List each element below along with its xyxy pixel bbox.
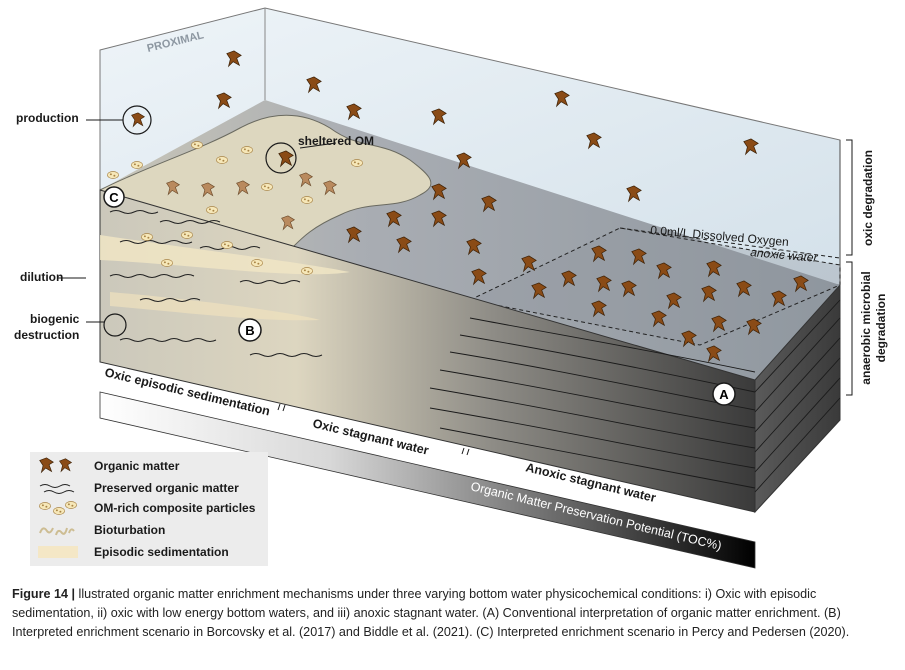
caption-text: llustrated organic matter enrichment mec… xyxy=(12,587,850,639)
right-brackets xyxy=(846,139,853,396)
legend-item-episodic: Episodic sedimentation xyxy=(30,542,229,562)
legend: Organic matter Preserved organic matter … xyxy=(30,452,268,566)
anaerobic-label-line2: degradation xyxy=(874,294,888,363)
production-label: production xyxy=(16,111,79,125)
composite-particle-icon xyxy=(36,499,80,517)
destruction-label: destruction xyxy=(14,328,80,342)
marker-c-letter: C xyxy=(109,190,119,205)
figure-caption: Figure 14 | llustrated organic matter en… xyxy=(12,585,892,642)
marker-a: A xyxy=(712,382,736,406)
episodic-sedimentation-icon xyxy=(36,543,80,561)
caption-lead: Figure 14 | xyxy=(12,587,76,601)
marker-b: B xyxy=(238,318,262,342)
legend-item-preserved-om: Preserved organic matter xyxy=(30,478,239,498)
legend-label: Organic matter xyxy=(94,459,180,473)
enrichment-block-diagram: C B A PROXIMAL 0.0ml/L Dissolved Oxygen … xyxy=(58,7,888,569)
marker-a-letter: A xyxy=(719,387,729,402)
legend-item-composite: OM-rich composite particles xyxy=(30,498,255,518)
marker-c: C xyxy=(103,186,125,208)
water-column xyxy=(99,7,841,286)
anoxic-water-label: anoxic water xyxy=(750,245,819,265)
marker-b-letter: B xyxy=(245,323,254,338)
legend-label: Bioturbation xyxy=(94,523,166,537)
sheltered-om-label: sheltered OM xyxy=(298,134,375,148)
legend-label: Preserved organic matter xyxy=(94,481,239,495)
legend-label: OM-rich composite particles xyxy=(94,501,256,515)
preserved-om-icon xyxy=(36,479,80,497)
anoxic-water-zone xyxy=(468,227,841,346)
preserved-organic-matter-lines xyxy=(109,210,323,357)
label-leaders xyxy=(58,119,337,323)
anaerobic-label-line1: anaerobic microbial xyxy=(859,271,873,384)
legend-item-bioturbation: Bioturbation xyxy=(30,520,165,540)
oxic-degradation-label: oxic degradation xyxy=(861,150,875,246)
dilution-label: dilution xyxy=(20,270,64,284)
legend-label: Episodic sedimentation xyxy=(94,545,229,559)
bioturbation-icon xyxy=(36,521,80,539)
legend-item-organic-matter: Organic matter xyxy=(30,456,179,476)
organic-matter-icon xyxy=(36,457,80,475)
biogenic-label: biogenic xyxy=(30,312,80,326)
